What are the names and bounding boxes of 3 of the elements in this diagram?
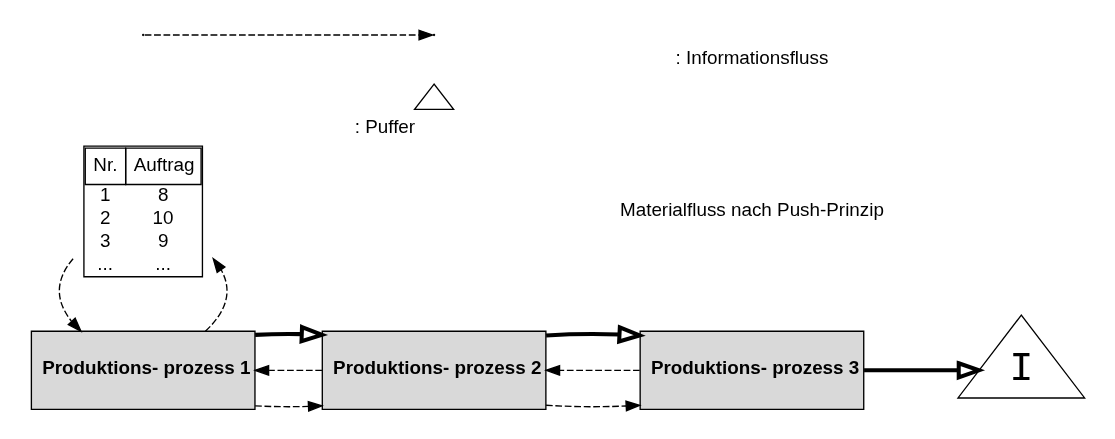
legend-label: : Puffer — [354, 115, 415, 137]
legend-label: : Informationsfluss — [674, 47, 828, 69]
label: Materialfluss nach Push-Prinzip — [619, 199, 884, 221]
